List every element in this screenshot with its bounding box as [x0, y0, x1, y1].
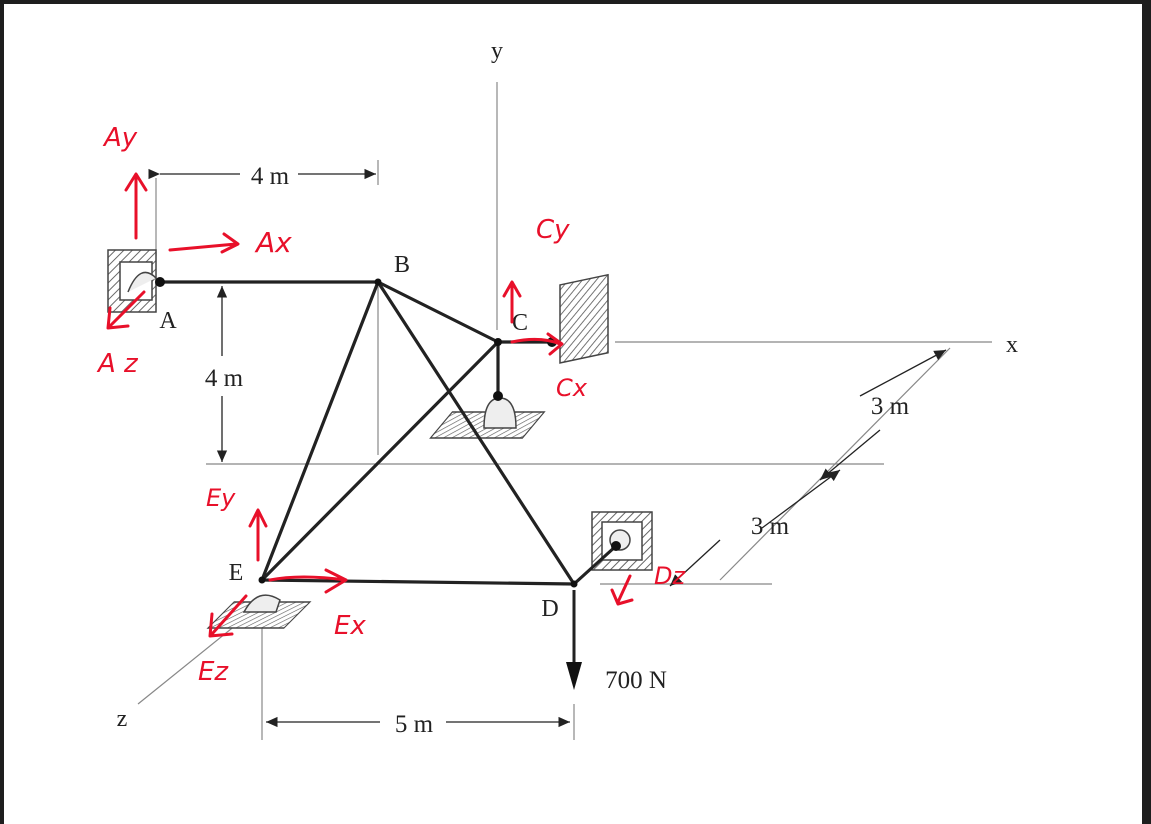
reaction-label-az: A z [96, 349, 139, 379]
axis-label-y: y [491, 38, 503, 64]
reaction-label-cx: Cx [556, 374, 588, 402]
dimension-label-right-lower: 3 m [751, 513, 790, 540]
dimension-lines [148, 168, 947, 728]
joint-label-b: B [394, 252, 410, 278]
reaction-label-dz: Dz [654, 562, 686, 590]
reference-lines [137, 82, 992, 740]
load-arrow [566, 590, 582, 690]
axis-label-z: z [117, 706, 128, 732]
support-c [429, 273, 609, 439]
reaction-label-ay: Ay [102, 123, 138, 153]
reaction-label-ez: Ez [198, 657, 229, 687]
dimension-label-bottom: 5 m [395, 711, 434, 738]
joint-label-c: C [512, 310, 528, 336]
truss-members [158, 280, 618, 586]
dimension-label-top: 4 m [251, 163, 290, 190]
axis-label-x: x [1006, 332, 1018, 358]
joint-label-e: E [229, 560, 244, 586]
reaction-label-ex: Ex [334, 611, 366, 641]
load-label: 700 N [605, 667, 667, 694]
dimension-label-right-upper: 3 m [871, 393, 910, 420]
support-a [107, 249, 157, 313]
reaction-label-ey: Ey [206, 484, 236, 512]
reaction-label-cy: Cy [536, 215, 570, 245]
joint-dots [155, 277, 621, 588]
support-d [591, 511, 653, 571]
reaction-label-ax: Ax [254, 226, 292, 259]
dimension-label-vertical: 4 m [205, 365, 244, 392]
figure-paper [4, 4, 1142, 824]
joint-label-d: D [541, 596, 558, 622]
joint-label-a: A [159, 308, 177, 334]
reaction-arrows [106, 172, 634, 638]
